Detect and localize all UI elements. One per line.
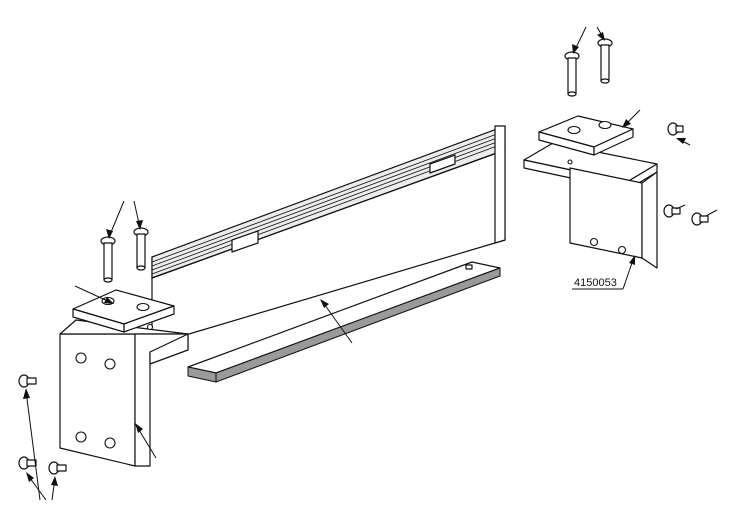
left-vertical-screws xyxy=(100,227,149,283)
left-spacer-block xyxy=(72,289,175,333)
base-plate-strip xyxy=(187,261,501,383)
right-spacer-block xyxy=(538,115,634,156)
part-number-label: 4150053 xyxy=(574,277,617,289)
left-side-screws xyxy=(18,374,67,475)
leader-lines xyxy=(23,26,718,501)
left-angle-bracket xyxy=(59,319,189,467)
right-angle-bracket xyxy=(523,142,658,269)
right-side-screws xyxy=(663,122,709,226)
long-rail-channel xyxy=(151,125,506,346)
right-vertical-screws xyxy=(564,38,613,97)
